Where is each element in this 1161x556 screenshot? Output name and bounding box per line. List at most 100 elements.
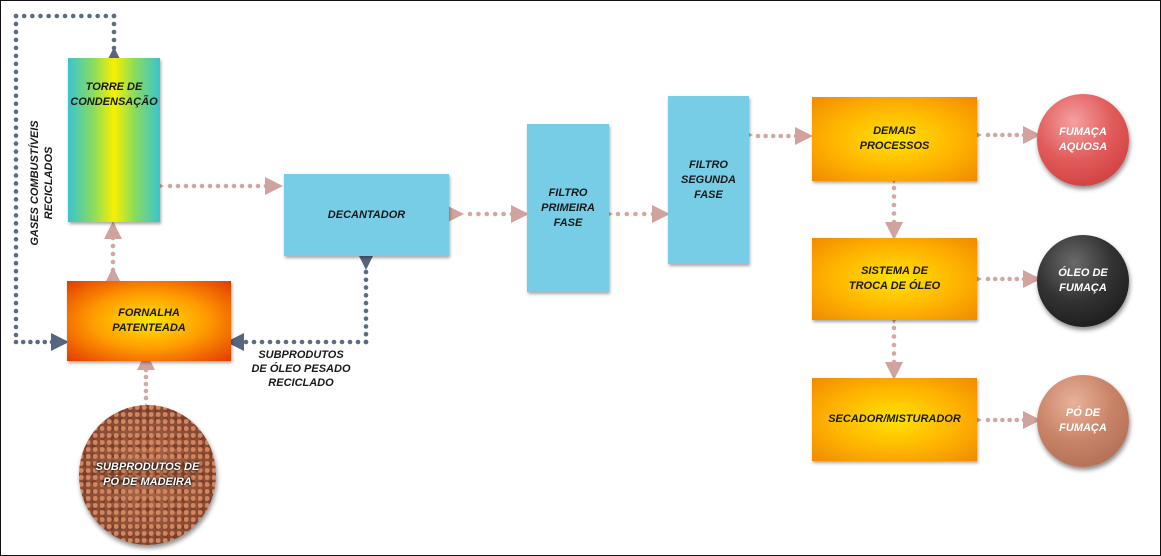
gases-loop-dot xyxy=(30,13,35,19)
gases-loop-dot xyxy=(13,53,19,59)
gases-loop-dot xyxy=(13,13,19,19)
decanter-to-filter1-dot xyxy=(476,211,481,217)
patented-furnace-label: FORNALHA PATENTEADA xyxy=(112,307,186,334)
smoke-powder-output: PÓ DE FUMAÇA xyxy=(1037,375,1129,467)
gases-loop-dot xyxy=(54,13,60,19)
gases-loop-dot xyxy=(13,181,19,186)
heavy-oil-return-dot xyxy=(291,339,297,345)
exchange-to-dryer-dot xyxy=(891,325,897,331)
tower-to-decanter-dot xyxy=(191,183,197,189)
tower-to-decanter-dot xyxy=(255,183,261,189)
gases-loop-dot xyxy=(13,300,19,306)
decanter-to-filter1-dot xyxy=(467,211,473,217)
filter-first-stage: FILTRO PRIMEIRA FASE xyxy=(527,124,609,292)
processes-to-exchange-dot xyxy=(891,211,897,216)
gases-loop-dot xyxy=(13,101,19,107)
wood-dust-label: SUBPRODUTOS DE PÓ DE MADEIRA xyxy=(95,461,200,488)
furnace-to-tower-dot xyxy=(110,243,116,249)
exchange-to-dryer-dot xyxy=(891,351,897,356)
gases-loop-dot xyxy=(13,45,19,51)
filter2-to-processes-dot xyxy=(786,133,791,139)
condensation-tower: TORRE DE CONDENSAÇÃO xyxy=(68,58,160,222)
gases-loop-dot xyxy=(13,276,19,282)
gases-loop-dot xyxy=(87,13,92,19)
heavy-oil-return-dot xyxy=(363,339,369,345)
gases-loop-dot xyxy=(13,173,19,178)
heavy-oil-return-dot xyxy=(363,269,369,275)
gases-loop-dot xyxy=(62,13,68,19)
heavy-oil-return-dot xyxy=(347,339,353,345)
heavy-oil-return-dot xyxy=(299,339,305,345)
dryer-to-powder-dot xyxy=(985,417,991,423)
dryer-to-powder-dot xyxy=(1000,417,1005,423)
exchange-to-oil-dot xyxy=(985,276,991,282)
gases-return-dot xyxy=(20,339,26,345)
gases-loop-dot xyxy=(13,316,19,322)
exchange-in-arrow xyxy=(885,222,903,240)
gases-loop-dot xyxy=(13,61,19,67)
smoke-oil-output: ÓLEO DE FUMAÇA xyxy=(1037,235,1129,327)
gases-into-furnace-arrow xyxy=(51,333,69,351)
gases-loop-dot xyxy=(13,77,19,83)
gases-loop-dot xyxy=(13,189,19,194)
decanter-in-arrow xyxy=(265,177,283,195)
heavy-oil-return-dot xyxy=(363,308,369,314)
exchange-to-oil-dot xyxy=(1014,276,1020,282)
wood-to-furnace-dot xyxy=(143,381,149,387)
gases-return-dot xyxy=(35,339,40,345)
decanter-right-arrow xyxy=(446,205,464,223)
gases-loop-dot xyxy=(13,29,19,35)
heavy-oil-return-dot xyxy=(363,300,369,306)
processes-in-arrow xyxy=(795,127,813,145)
tower-to-decanter-dot xyxy=(223,183,229,189)
filter2-to-processes-dot xyxy=(770,133,776,139)
exchange-to-oil-dot xyxy=(992,276,998,282)
aqueous-smoke-label: FUMAÇA AQUOSA xyxy=(1058,126,1108,153)
heavy-oil-byproducts-label: SUBPRODUTOS DE ÓLEO PESADO RECICLADO xyxy=(251,349,351,389)
gases-loop-dot xyxy=(111,21,117,27)
filter-second-stage: FILTRO SEGUNDA FASE xyxy=(668,96,749,264)
heavy-oil-return-dot xyxy=(259,339,265,345)
heavy-oil-return-dot xyxy=(363,316,369,321)
smoke-powder-label: PÓ DE FUMAÇA xyxy=(1059,407,1107,434)
gases-loop-dot xyxy=(13,93,19,99)
gases-loop-dot xyxy=(46,13,51,19)
gases-loop-dot xyxy=(13,324,19,330)
heavy-oil-return-dot xyxy=(323,339,329,345)
gases-loop-dot xyxy=(111,29,117,35)
dryer-mixer: SECADOR/MISTURADOR xyxy=(812,378,977,461)
filter1-to-filter2-dot xyxy=(633,211,638,217)
exchange-to-oil-dot xyxy=(1007,276,1012,282)
gases-return-dot xyxy=(42,339,48,345)
heavy-oil-return-dot xyxy=(243,339,249,345)
oil-exchange-system: SISTEMA DE TROCA DE ÓLEO xyxy=(812,238,977,320)
heavy-oil-return-dot xyxy=(339,339,345,345)
gases-loop-dot xyxy=(13,284,19,290)
heavy-oil-return-dot xyxy=(275,339,281,345)
gases-loop-dot xyxy=(13,252,19,258)
gases-loop-dot xyxy=(21,13,27,19)
exchange-to-dryer-dot xyxy=(891,342,897,348)
tower-to-decanter-dot xyxy=(247,183,253,189)
filter2-to-processes-dot xyxy=(763,133,768,139)
dryer-mixer-label: SECADOR/MISTURADOR xyxy=(828,413,961,425)
tower-to-decanter-dot xyxy=(199,183,205,189)
tower-to-decanter-dot xyxy=(215,183,221,189)
gases-loop-dot xyxy=(13,229,19,234)
dryer-to-powder-end-arrow xyxy=(1023,411,1041,429)
gases-loop-dot xyxy=(13,237,19,242)
wood-to-furnace-dot xyxy=(143,388,149,394)
wood-to-furnace-dot xyxy=(143,395,149,401)
tower-to-decanter-dot xyxy=(239,183,245,189)
heavy-oil-return-dot xyxy=(307,339,313,345)
gases-loop-dot xyxy=(13,244,19,250)
furnace-in-arrow xyxy=(137,352,155,370)
gases-return-dot xyxy=(13,339,19,345)
heavy-oil-return-dot xyxy=(331,339,337,345)
processes-to-aqueous-dot xyxy=(1000,132,1005,138)
gases-loop-dot xyxy=(79,13,84,19)
gases-loop-dot xyxy=(13,213,19,218)
exchange-to-dryer-dot xyxy=(891,334,897,339)
filter-first-stage-label: FILTRO PRIMEIRA FASE xyxy=(541,186,595,229)
heavy-oil-into-furnace-arrow xyxy=(226,333,244,351)
